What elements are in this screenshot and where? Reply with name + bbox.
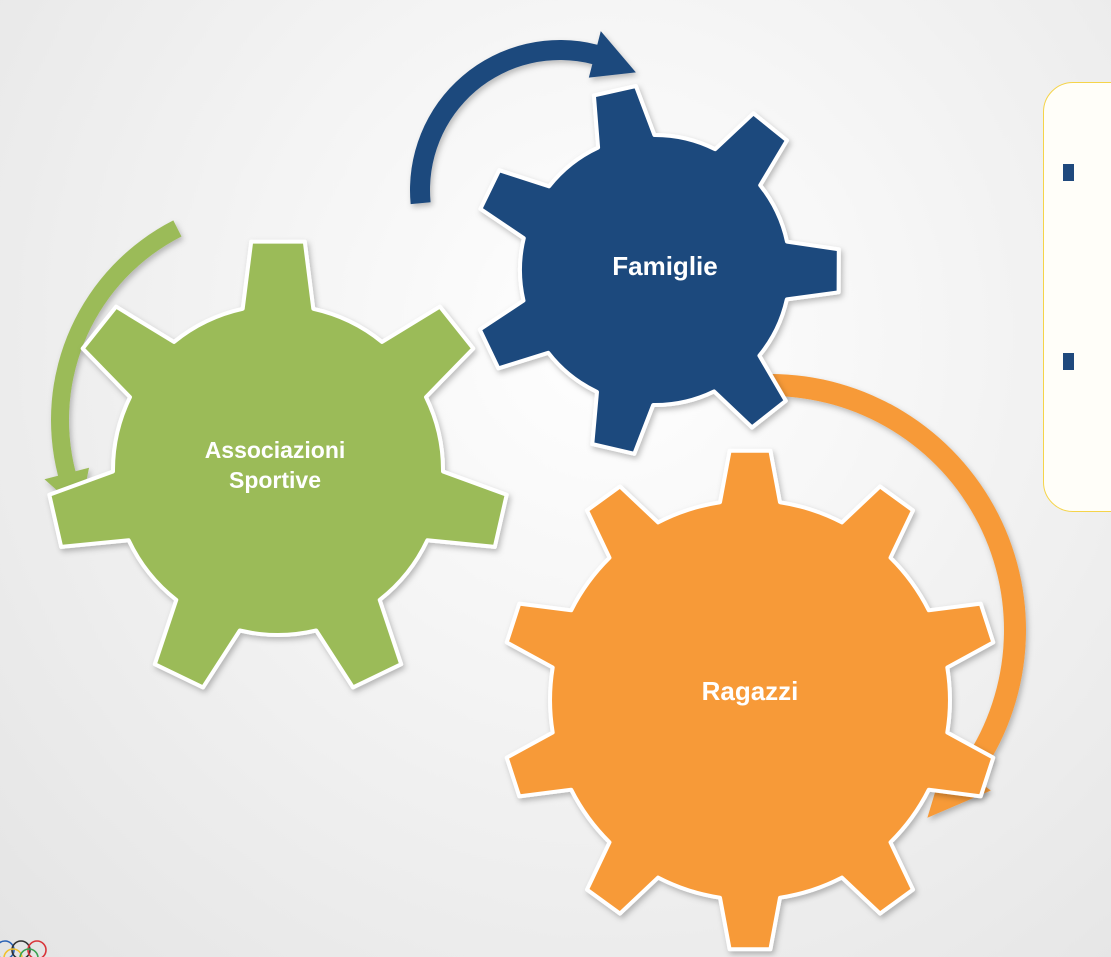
bullet-marker bbox=[1063, 353, 1074, 370]
bullet-marker bbox=[1063, 164, 1074, 181]
label-ragazzi: Ragazzi bbox=[702, 676, 799, 706]
callout-box bbox=[1043, 82, 1111, 512]
label-famiglie: Famiglie bbox=[612, 251, 717, 281]
orange-arrow bbox=[770, 374, 1026, 818]
label-associazioni: Associazioni bbox=[205, 437, 346, 463]
gear-famiglie bbox=[477, 84, 841, 456]
green-arrow bbox=[44, 220, 182, 512]
olympic-rings-icon bbox=[0, 940, 47, 957]
gear-ragazzi bbox=[504, 448, 996, 952]
arrows-group bbox=[44, 31, 1026, 818]
gear-associazioni-sportive bbox=[47, 239, 509, 690]
blue-arrow bbox=[410, 31, 636, 205]
label-sportive: Sportive bbox=[229, 467, 321, 493]
